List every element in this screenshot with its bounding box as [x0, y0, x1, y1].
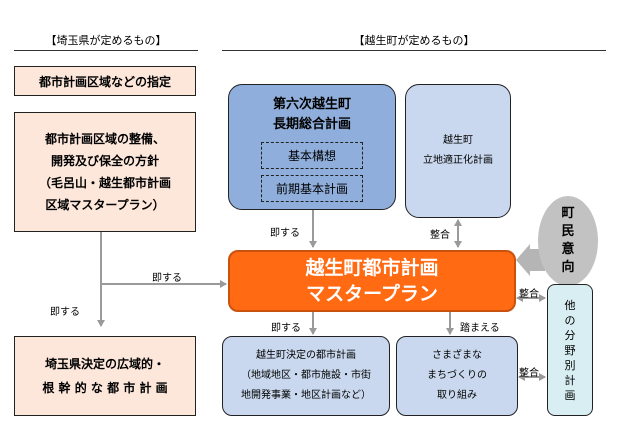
policy-box: 都市計画区域の整備、 開発及び保全の方針 （毛呂山・越生都市計画 区域マスタープ… [14, 112, 196, 232]
location-line-2: 立地適正化計画 [423, 155, 493, 166]
saitama-header: 【埼玉県が定めるもの】 [45, 34, 167, 47]
master-plan-box: 越生町都市計画 マスタープラン [228, 250, 516, 312]
town-decided-plan-box: 越生町決定の都市計画 （地域地区・都市施設・市街 地開発事業・地区計画など） [222, 336, 390, 416]
ogose-header-underline [222, 50, 606, 51]
location-plan-box: 越生町 立地適正化計画 [405, 84, 511, 218]
policy-line-4: 区域マスタープラン） [45, 198, 165, 212]
label-consistent-mid: 整合 [519, 289, 539, 300]
other-plans-char-7: 画 [564, 388, 576, 402]
other-plans-box: 他 の 分 野 別 計 画 [547, 284, 593, 416]
townspeople-char-2: 民 [561, 224, 575, 239]
other-plans-char-6: 計 [564, 373, 576, 387]
other-plans-char-4: 野 [564, 343, 576, 357]
townspeople-char-4: 向 [561, 260, 575, 275]
machizukuri-line-2: まちづくりの [427, 370, 487, 381]
machizukuri-line-3: 取り組み [437, 390, 477, 401]
policy-line-1: 都市計画区域の整備、 [44, 132, 165, 146]
master-plan-line-1: 越生町都市計画 [305, 257, 439, 279]
designation-text: 都市計画区域などの指定 [38, 74, 171, 89]
townspeople-char-3: 意 [561, 242, 575, 257]
ogose-header: 【越生町が定めるもの】 [353, 34, 475, 47]
label-consistent-bottom: 整合 [519, 368, 539, 379]
town-decided-line-3: 地開発事業・地区計画など） [241, 390, 371, 401]
basic-concept-box: 基本構想 [261, 142, 363, 169]
master-plan-line-2: マスタープラン [306, 283, 438, 305]
first-basic-plan-text: 前期基本計画 [275, 182, 348, 196]
label-conform-left: 即する [152, 273, 182, 284]
designation-box: 都市計画区域などの指定 [14, 66, 196, 96]
policy-line-3: （毛呂山・越生都市計画 [38, 176, 171, 190]
label-conform-top: 即する [270, 228, 300, 239]
townspeople-oval: 町 民 意 向 [538, 196, 598, 286]
basic-concept-text: 基本構想 [287, 149, 336, 163]
town-decided-line-2: （地域地区・都市施設・市街 [241, 370, 371, 381]
location-line-1: 越生町 [443, 135, 473, 146]
prefectural-plan-box: 埼玉県決定の広域的・ 根 幹 的 な 都 市 計 画 [14, 336, 196, 416]
townspeople-char-1: 町 [561, 206, 575, 221]
other-plans-char-3: 分 [564, 328, 576, 342]
machizukuri-line-1: さまざまな [432, 350, 482, 361]
comprehensive-line-1: 第六次越生町 [272, 97, 351, 112]
first-basic-plan-box: 前期基本計画 [261, 175, 363, 202]
label-conform-vertical: 即する [50, 307, 80, 318]
arrow-townspeople-to-master-plan [516, 244, 545, 276]
other-plans-char-2: の [564, 313, 576, 327]
prefectural-line-2: 根 幹 的 な 都 市 計 画 [42, 381, 168, 395]
other-plans-char-1: 他 [564, 298, 576, 312]
comprehensive-plan-box: 第六次越生町 長期総合計画 [228, 84, 396, 210]
label-consistent-top: 整合 [430, 230, 450, 241]
comprehensive-line-2: 長期総合計画 [272, 117, 351, 132]
saitama-header-underline [14, 50, 198, 51]
policy-line-2: 開発及び保全の方針 [50, 154, 159, 168]
town-decided-line-1: 越生町決定の都市計画 [256, 350, 356, 361]
label-based-on: 踏まえる [460, 323, 500, 334]
other-plans-char-5: 別 [564, 358, 576, 372]
label-conform-bottom: 即する [271, 323, 301, 334]
machizukuri-box: さまざまな まちづくりの 取り組み [396, 336, 518, 416]
prefectural-line-1: 埼玉県決定の広域的・ [44, 357, 165, 371]
